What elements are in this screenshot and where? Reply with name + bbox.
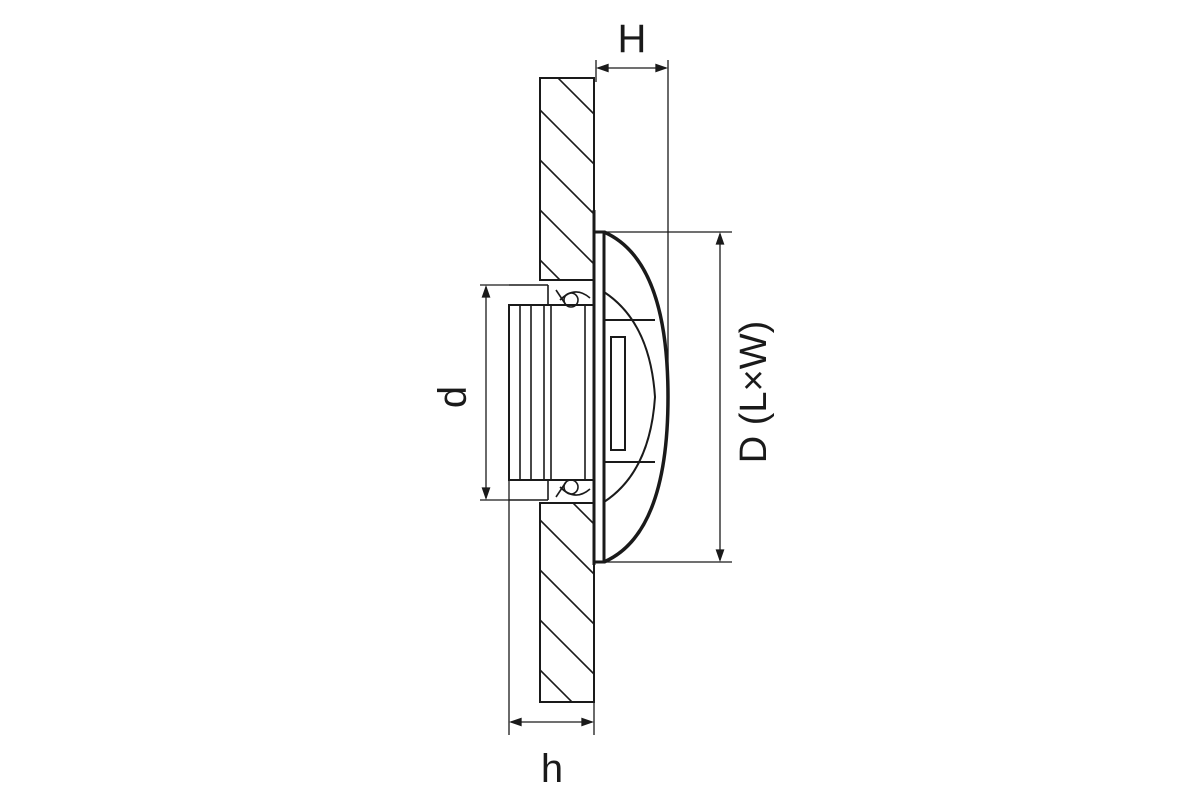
ceiling-upper-part: [539, 77, 595, 281]
ceiling-lower-part: [539, 502, 595, 703]
dimension-lines: [480, 60, 732, 735]
label-d: d: [431, 386, 475, 408]
spring-clips: [555, 289, 591, 498]
label-H: H: [618, 17, 647, 61]
lamp-diffuser: [592, 210, 670, 565]
label-h: h: [541, 747, 563, 791]
lamp-housing: [508, 284, 595, 501]
label-D-LxW: D (L×W): [733, 321, 775, 464]
ceiling-section: [539, 77, 595, 703]
